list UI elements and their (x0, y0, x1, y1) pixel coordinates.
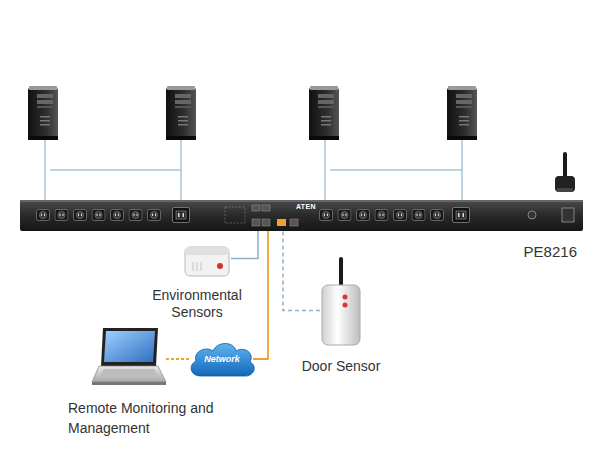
connector-line (283, 231, 320, 310)
power-outlet (37, 210, 50, 221)
node-label: PE8216 (20, 243, 583, 260)
control-panel (225, 205, 574, 226)
laptop-icon (92, 328, 166, 385)
door-sensor-icon (322, 259, 360, 345)
pdu-bar (20, 200, 583, 231)
laptop: Remote Monitoring and Management (92, 328, 166, 385)
connector-line (166, 358, 190, 360)
wireless-antenna (555, 154, 575, 192)
computer-links (45, 140, 462, 200)
connector-line (231, 231, 258, 259)
node-label: Remote Monitoring and Management (68, 398, 218, 438)
power-outlet (148, 210, 161, 221)
node-label: Door Sensor (291, 358, 391, 375)
power-outlet (431, 210, 444, 221)
brand-label: ATEN (296, 203, 316, 210)
power-outlet (412, 210, 425, 221)
power-outlet (357, 210, 370, 221)
network-cloud: Network (187, 339, 257, 379)
environmental-sensor: Environmental Sensors (183, 245, 231, 278)
connector-line (253, 231, 268, 359)
power-outlet-large (173, 208, 190, 223)
power-outlet (55, 210, 68, 221)
power-outlet (320, 210, 333, 221)
computer-towers (28, 86, 477, 140)
power-outlet (375, 210, 388, 221)
power-outlet (129, 210, 142, 221)
power-outlet (394, 210, 407, 221)
node-label: Environmental Sensors (137, 287, 257, 321)
node-label: Network (187, 339, 257, 379)
power-outlet (74, 210, 87, 221)
power-outlet-large (453, 208, 470, 223)
power-outlet (92, 210, 105, 221)
power-outlet (111, 210, 124, 221)
power-outlet (338, 210, 351, 221)
environmental-sensor-icon (185, 247, 229, 276)
door-sensor: Door Sensor (320, 257, 362, 346)
